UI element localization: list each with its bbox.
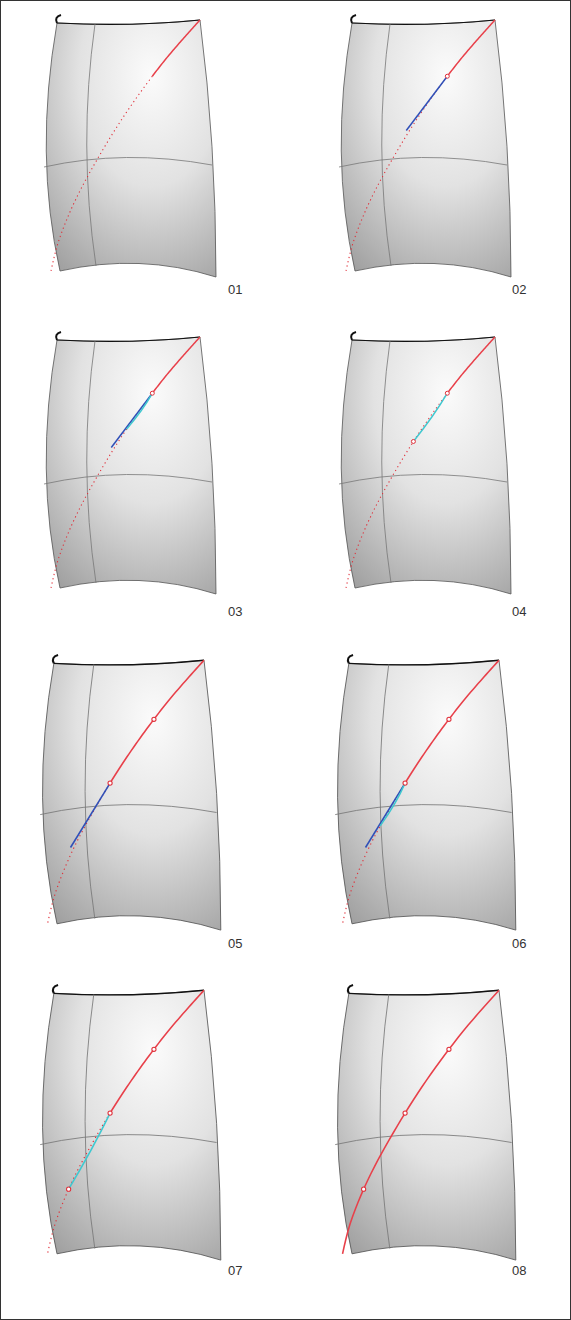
target-curve: [343, 990, 499, 1254]
step-point: [150, 391, 154, 395]
surface-corner-hook: [56, 332, 61, 340]
surface-patch: [46, 20, 216, 277]
panel-number: 04: [512, 605, 526, 618]
surface-patch: [43, 660, 221, 930]
surface-top-edge: [349, 660, 499, 665]
projected-curve: [380, 783, 405, 826]
surface-panel: [40, 655, 221, 930]
iso-curve: [339, 474, 507, 484]
target-curve-dotted: [51, 76, 152, 271]
surface-corner-hook: [56, 15, 61, 23]
panel-number: 01: [228, 283, 242, 296]
surface-top-edge: [352, 20, 495, 24]
target-curve-dotted: [48, 1113, 111, 1254]
surface-corner-hook: [348, 655, 353, 663]
surface-patch: [341, 20, 511, 277]
target-curve: [110, 990, 204, 1113]
step-point: [152, 717, 156, 721]
step-point: [447, 717, 451, 721]
panel-number: 03: [228, 605, 242, 618]
target-curve: [447, 337, 495, 393]
surface-patch: [341, 337, 511, 594]
surface-panel: [44, 15, 216, 277]
step-point: [411, 439, 415, 443]
surface-top-edge: [54, 990, 204, 995]
step-point: [152, 1047, 156, 1051]
step-point: [67, 1187, 71, 1191]
tangent-line: [71, 783, 111, 847]
surface-corner-hook: [53, 655, 58, 663]
iso-curve: [382, 341, 391, 583]
iso-curve: [335, 805, 511, 815]
target-curve: [152, 337, 200, 393]
projected-curve: [127, 393, 153, 429]
surface-top-edge: [57, 337, 200, 341]
iso-curve: [339, 157, 507, 167]
tangent-line: [111, 393, 152, 447]
step-point: [108, 1111, 112, 1115]
surface-patch: [338, 990, 516, 1260]
iso-curve: [85, 664, 95, 918]
iso-curve: [40, 805, 216, 815]
surface-patch: [338, 660, 516, 930]
surface-top-edge: [352, 337, 495, 341]
projected-curve: [413, 393, 447, 441]
surface-panel: [335, 985, 516, 1260]
target-curve: [110, 660, 204, 783]
target-curve-dotted: [343, 783, 406, 924]
iso-curve: [382, 24, 391, 266]
step-point: [403, 1111, 407, 1115]
surface-panel: [40, 985, 221, 1260]
panel-number: 08: [512, 1264, 526, 1277]
step-point: [362, 1187, 366, 1191]
surface-top-edge: [349, 990, 499, 995]
iso-curve: [87, 341, 96, 583]
surface-panel: [339, 15, 511, 277]
surface-corner-hook: [351, 332, 356, 340]
panel-number: 07: [228, 1264, 242, 1277]
target-curve: [405, 660, 499, 783]
surface-panel: [335, 655, 516, 930]
panel-number: 02: [512, 283, 526, 296]
surface-patch: [43, 990, 221, 1260]
iso-curve: [335, 1135, 511, 1145]
surface-top-edge: [54, 660, 204, 665]
panel-number: 05: [228, 937, 242, 950]
iso-curve: [87, 24, 96, 266]
tangent-line: [366, 783, 406, 847]
iso-curve: [40, 1135, 216, 1145]
target-curve-dotted: [51, 393, 152, 588]
iso-curve: [380, 664, 390, 918]
target-curve: [447, 20, 495, 76]
iso-curve: [380, 994, 390, 1248]
step-point: [445, 391, 449, 395]
surface-panel: [44, 332, 216, 594]
step-point: [445, 74, 449, 78]
surface-panel: [339, 332, 511, 594]
surface-corner-hook: [351, 15, 356, 23]
projected-curve: [69, 1113, 110, 1189]
target-curve-dotted: [48, 783, 111, 924]
step-point: [403, 781, 407, 785]
tangent-line: [406, 76, 447, 130]
target-curve-dotted: [346, 393, 447, 588]
step-point: [108, 781, 112, 785]
target-curve-dotted: [346, 76, 447, 271]
panel-number: 06: [512, 937, 526, 950]
step-point: [447, 1047, 451, 1051]
surface-top-edge: [57, 20, 200, 24]
iso-curve: [85, 994, 95, 1248]
iso-curve: [44, 474, 212, 484]
target-curve: [152, 20, 200, 76]
surface-corner-hook: [348, 985, 353, 993]
surface-patch: [46, 337, 216, 594]
surface-corner-hook: [53, 985, 58, 993]
iso-curve: [44, 157, 212, 167]
